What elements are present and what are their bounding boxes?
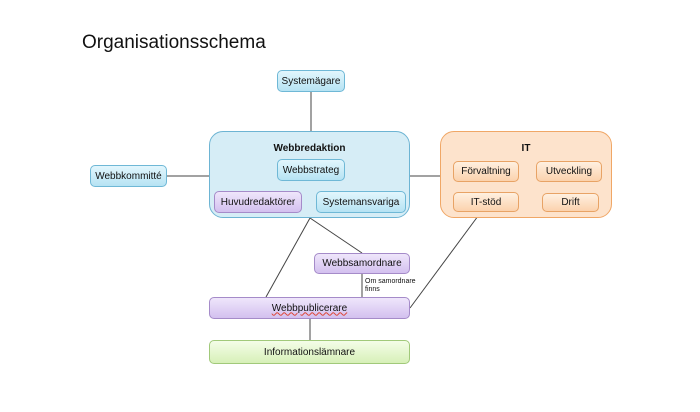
group-webbredaktion-label: Webbredaktion: [273, 143, 346, 154]
node-drift-label: Drift: [561, 197, 580, 208]
node-webbstrateg: Webbstrateg: [277, 159, 345, 181]
node-webbkommitte: Webbkommitté: [90, 165, 167, 187]
node-systemagare: Systemägare: [277, 70, 345, 92]
note-line1: Om samordnare: [365, 278, 416, 285]
line-itstod-webbpublicerare: [409, 211, 482, 309]
node-webbpublicerare: Webbpublicerare: [209, 297, 410, 319]
node-forvaltning-label: Förvaltning: [461, 166, 511, 177]
node-webbsamordnare-label: Webbsamordnare: [322, 258, 402, 269]
node-systemansvariga-label: Systemansvariga: [322, 196, 400, 208]
node-utveckling-label: Utveckling: [545, 166, 593, 177]
page-title: Organisationsschema: [82, 32, 266, 53]
node-utveckling: Utveckling: [536, 161, 602, 182]
node-huvudredaktorer-label: Huvudredaktörer: [220, 196, 296, 208]
node-webbsamordnare: Webbsamordnare: [314, 253, 410, 274]
node-informationslamnare-label: Informationslämnare: [263, 346, 356, 358]
line-webbredaktion-webbpublicerare: [265, 217, 311, 298]
node-itstod-label: IT-stöd: [470, 196, 502, 208]
node-huvudredaktorer: Huvudredaktörer: [214, 191, 302, 213]
node-forvaltning: Förvaltning: [453, 161, 519, 182]
node-systemagare-label: Systemägare: [281, 75, 341, 87]
node-webbstrateg-label: Webbstrateg: [282, 164, 340, 176]
node-informationslamnare: Informationslämnare: [209, 340, 410, 364]
line-webbredaktion-webbsamordnare: [309, 217, 363, 254]
node-itstod: IT-stöd: [453, 192, 519, 212]
group-it-label: IT: [521, 143, 531, 154]
samordnare-note: Om samordnare finns: [365, 278, 416, 294]
node-webbkommitte-label: Webbkommitté: [95, 170, 162, 182]
note-line2: finns: [365, 286, 380, 293]
node-webbpublicerare-label: Webbpublicerare: [271, 302, 348, 314]
node-systemansvariga: Systemansvariga: [316, 191, 406, 213]
node-drift: Drift: [542, 193, 599, 212]
